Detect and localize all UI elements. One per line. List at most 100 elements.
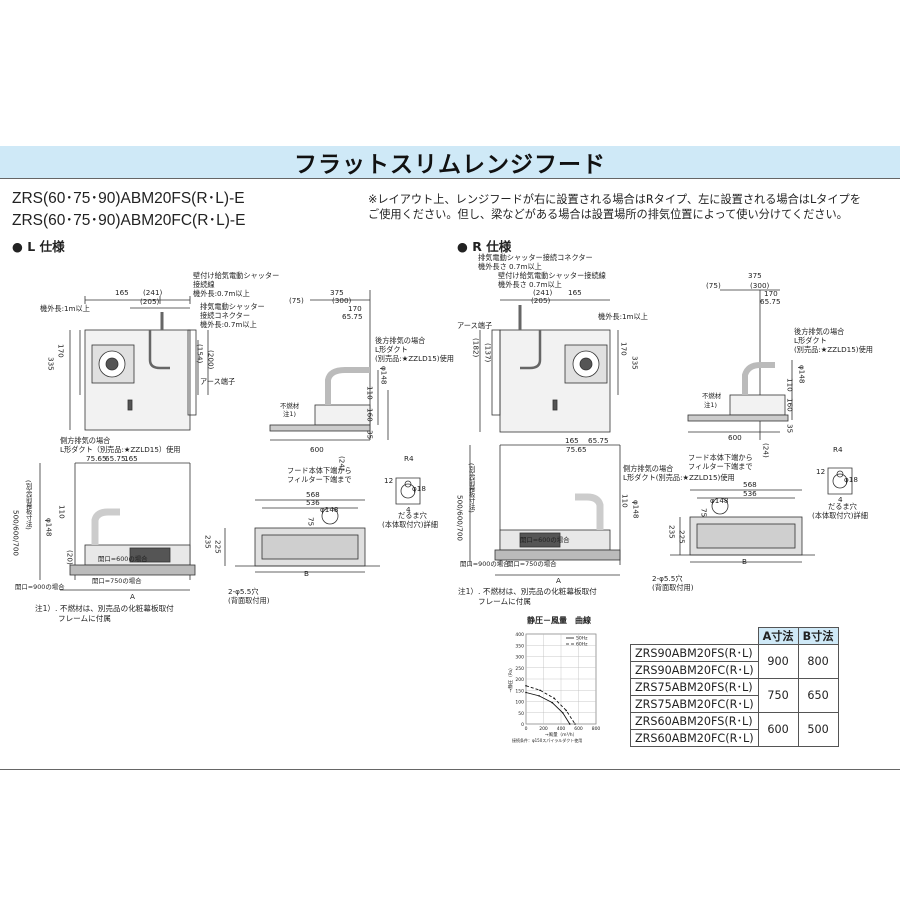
r-detail-4: 4 bbox=[838, 495, 843, 504]
r-bottom-dim-225: 225 bbox=[677, 530, 687, 544]
r-side-dim-600: 600 bbox=[728, 433, 742, 442]
r-fire-note-label: 注1) bbox=[704, 401, 717, 409]
r-side-exhaust-label-2: L形ダクト(別売品:★ZZLD15)使用 bbox=[623, 473, 735, 482]
l-dim-170: 170 bbox=[56, 344, 66, 358]
chart-y-tick-label: 400 bbox=[515, 632, 524, 638]
chart-point bbox=[525, 691, 527, 694]
l-fire-material-label: 不燃材 bbox=[280, 402, 300, 410]
r-connector-label-1: 排気電動シャッター接続コネクター bbox=[478, 253, 593, 262]
chart-x-tick-label: 600 bbox=[574, 726, 583, 732]
r-shutter-label-1: 壁付け給気電動シャッター接続線 bbox=[498, 271, 606, 280]
l-side-dim-110: 110 bbox=[365, 386, 375, 400]
l-bottom-dim-568: 568 bbox=[306, 490, 320, 499]
r-front-height-note: (別売前幕板寸法) bbox=[467, 463, 476, 513]
l-side-dim-24: (24) bbox=[337, 456, 347, 471]
chart-y-tick-label: 50 bbox=[518, 711, 524, 717]
r-front-dim-165: 165 bbox=[565, 436, 579, 445]
l-rear-exhaust-label-2: L形ダクト bbox=[375, 345, 408, 354]
table-cell-model: ZRS75ABM20FC(R･L) bbox=[630, 695, 759, 713]
r-side-dim-75: (75) bbox=[706, 281, 721, 290]
r-rear-exhaust-label-2: L形ダクト bbox=[794, 336, 827, 345]
r-bottom-phi148: φ148 bbox=[710, 496, 729, 505]
spec-r-heading: ● R 仕様 bbox=[457, 239, 512, 254]
r-side-dim-300: (300) bbox=[750, 281, 770, 290]
notice-line-1: ※レイアウト上、レンジフードが右に設置される場合はRタイプ、左に設置される場合は… bbox=[368, 193, 861, 206]
l-bottom-phi148: φ148 bbox=[320, 505, 339, 514]
r-bottom-dim-568: 568 bbox=[743, 480, 757, 489]
chart-point bbox=[565, 709, 568, 712]
l-fire-note-label: 注1) bbox=[283, 410, 296, 418]
chart-x-tick-label: 200 bbox=[539, 726, 548, 732]
notice-line-2: ご使用ください。但し、梁などがある場合は設置場所の排気位置によって使い分けてくだ… bbox=[368, 208, 848, 221]
r-wire-length-label: 機外長:1m以上 bbox=[598, 312, 648, 321]
table-row: ZRS90ABM20FS(R･L) 900 800 bbox=[630, 644, 839, 679]
table-cell-a: 900 bbox=[757, 644, 799, 679]
table-header-b: B寸法 bbox=[797, 627, 839, 645]
r-bottom-dim-b: B bbox=[742, 557, 747, 566]
l-rear-exhaust-label-1: 後方排気の場合 bbox=[375, 336, 426, 345]
chart-point bbox=[538, 695, 540, 697]
l-bottom-dim-536: 536 bbox=[306, 498, 320, 507]
l-detail-phi18: φ18 bbox=[412, 484, 426, 493]
chart-point bbox=[568, 723, 571, 725]
chart-y-tick-label: 100 bbox=[515, 700, 524, 706]
l-filter-label-1: フード本体下端から bbox=[287, 466, 352, 475]
l-front-height-note: (別売前幕板寸法) bbox=[24, 480, 33, 530]
chart-point bbox=[561, 711, 564, 714]
l-exhaust-shutter-label-3: 機外長:0.7m以上 bbox=[200, 320, 257, 329]
l-front-phi148: φ148 bbox=[44, 518, 54, 537]
r-side-dim-160: 160 bbox=[785, 398, 795, 412]
l-dim-154: (154) bbox=[195, 344, 205, 364]
r-connector-label-2: 機外長さ 0.7m以上 bbox=[478, 262, 542, 271]
r-detail-label-2: (本体取付穴)詳細 bbox=[812, 511, 868, 520]
table-header-a: A寸法 bbox=[757, 627, 799, 645]
l-side-phi148: φ148 bbox=[379, 366, 389, 385]
l-front-height-label: 500/600/700 bbox=[11, 510, 21, 556]
l-shutter-label-2: 接続線 bbox=[193, 280, 215, 289]
l-opening-600: 開口=600の場合 bbox=[98, 555, 148, 563]
chart-y-tick-label: 0 bbox=[521, 722, 524, 728]
l-opening-750: 開口=750の場合 bbox=[92, 577, 142, 585]
r-detail-label-1: だるま穴 bbox=[828, 502, 857, 511]
l-side-exhaust-label-1: 側方排気の場合 bbox=[60, 436, 111, 445]
l-opening-900: 開口=900の場合 bbox=[15, 583, 65, 591]
table-cell-model: ZRS75ABM20FS(R･L) bbox=[630, 678, 759, 696]
table-header-row: A寸法 B寸法 bbox=[630, 627, 839, 645]
l-dim-165: 165 bbox=[115, 288, 129, 297]
l-earth-label: アース端子 bbox=[200, 377, 236, 386]
l-side-dim-375: 375 bbox=[330, 288, 344, 297]
table-cell-model: ZRS90ABM20FS(R･L) bbox=[630, 644, 759, 662]
r-side-dim-375: 375 bbox=[748, 271, 762, 280]
table-row: ZRS75ABM20FS(R･L) 750 650 bbox=[630, 678, 839, 713]
l-detail-label-1: だるま穴 bbox=[398, 511, 427, 520]
l-detail-r4: R4 bbox=[404, 454, 414, 463]
table-header-model bbox=[630, 627, 759, 645]
r-front-dim-6575: 65.75 bbox=[588, 436, 609, 445]
l-detail-label-2: (本体取付穴)詳細 bbox=[382, 520, 438, 529]
chart-legend-label: 50Hz bbox=[576, 636, 588, 642]
r-opening-600: 開口=600の場合 bbox=[520, 536, 570, 544]
r-side-exhaust-label-1: 側方排気の場合 bbox=[623, 464, 674, 473]
l-side-dim-300: (300) bbox=[332, 296, 352, 305]
r-opening-750: 開口=750の場合 bbox=[507, 560, 557, 568]
r-bottom-dim-235: 235 bbox=[667, 525, 677, 539]
r-dim-182: (182) bbox=[471, 338, 481, 358]
r-dim-205: (205) bbox=[531, 296, 551, 305]
l-front-dim-20: (20) bbox=[65, 550, 75, 565]
r-dim-137: (137) bbox=[483, 343, 493, 363]
chart-point bbox=[553, 697, 555, 699]
r-rear-exhaust-label-1: 後方排気の場合 bbox=[794, 327, 845, 336]
l-side-exhaust-label-2: L形ダクト（別売品:★ZZLD15）使用 bbox=[60, 445, 181, 454]
r-side-dim-6575: 65.75 bbox=[760, 297, 781, 306]
table-cell-b: 650 bbox=[797, 678, 839, 713]
l-footnote-1: 注1）. 不燃材は、別売品の化粧幕板取付 bbox=[35, 604, 174, 613]
table-cell-a: 750 bbox=[757, 678, 799, 713]
chart-y-axis-label: →静圧（Pa） bbox=[507, 665, 514, 692]
l-rear-exhaust-label-3: (別売品:★ZZLD15)使用 bbox=[375, 354, 454, 363]
l-dim-335: 335 bbox=[46, 357, 56, 371]
dimension-table: A寸法 B寸法 ZRS90ABM20FS(R･L) 900 800 ZRS90A… bbox=[630, 627, 839, 747]
r-side-dim-35: 35 bbox=[785, 424, 795, 434]
table-cell-b: 500 bbox=[797, 712, 839, 747]
l-shutter-label-1: 壁付け給気電動シャッター bbox=[193, 271, 280, 280]
